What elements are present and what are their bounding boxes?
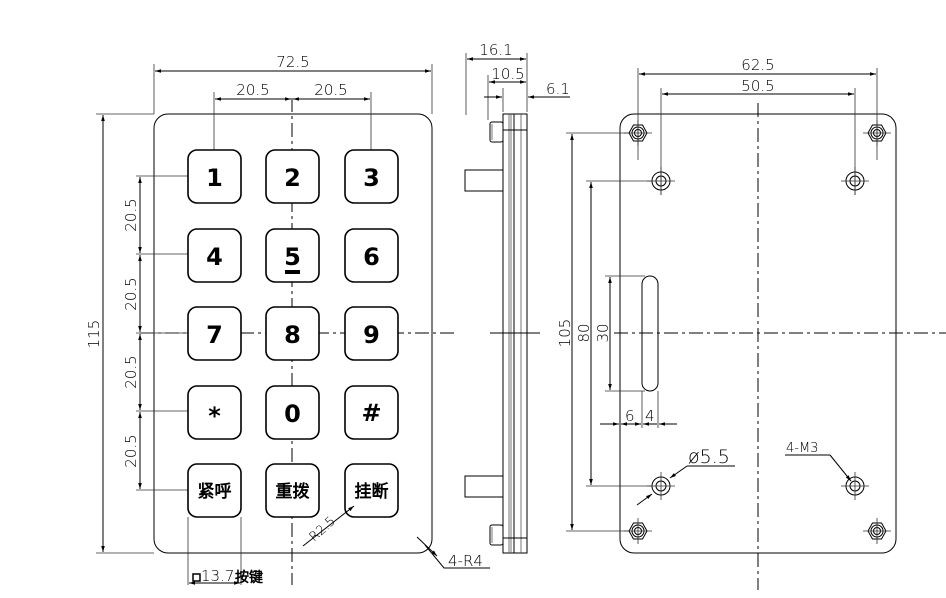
dim-outer-vertical-spacing: 105	[556, 319, 574, 348]
corner-radius-leader-tail	[424, 544, 490, 569]
key-0[interactable]: 0	[265, 385, 320, 440]
key-label: 6	[363, 243, 380, 271]
key-star[interactable]: *	[187, 385, 242, 440]
hex-stud-top-left	[624, 120, 652, 146]
dim-overall-height: 115	[85, 320, 103, 349]
dim-inner-hole-spacing: 50.5	[741, 77, 774, 95]
key-label: 8	[284, 321, 301, 349]
slot	[641, 275, 659, 392]
key-1[interactable]: 1	[187, 149, 242, 204]
threaded-hole-bottom-left	[647, 472, 675, 500]
key-label: 0	[284, 400, 301, 428]
key-label: 4	[206, 243, 223, 271]
connector-bottom	[464, 475, 504, 498]
key-hash[interactable]: #	[344, 385, 399, 440]
square-symbol-icon	[192, 573, 201, 582]
front-view: 72.5 20.5 20.5 115 20.5 20.5 20.5 20.5 1…	[85, 53, 490, 586]
corner-radius-leader	[416, 536, 438, 557]
dim-row-pitch-3: 20.5	[122, 355, 140, 388]
key-9[interactable]: 9	[344, 306, 399, 361]
dim-row-pitch-4: 20.5	[122, 434, 140, 467]
dim-row-pitch-2: 20.5	[122, 277, 140, 310]
hole-diameter-leader	[669, 465, 688, 479]
threaded-hole-bottom-right	[841, 472, 869, 500]
dim-slot-length: 30	[594, 323, 612, 342]
dim-row-pitch-1: 20.5	[122, 198, 140, 231]
key-5[interactable]: 5	[265, 228, 320, 283]
key-size-suffix: 按键	[235, 569, 264, 586]
dim-column-pitch-2: 20.5	[314, 81, 347, 99]
hex-stud-bottom-right	[863, 518, 891, 544]
dim-column-pitch-1: 20.5	[236, 81, 269, 99]
hole-diameter-note: ø5.5	[688, 446, 730, 468]
dim-slot-offset: 6	[625, 407, 635, 425]
key-label: 挂断	[355, 481, 389, 502]
dim-overall-width: 72.5	[276, 53, 309, 71]
key-size-note: 13.7	[201, 567, 234, 585]
threaded-hole-top-left	[647, 167, 675, 195]
dim-total-depth: 16.1	[479, 41, 512, 59]
key-radius-note: R2.5	[307, 514, 339, 545]
hole-diameter-leader	[636, 493, 653, 506]
keypad: 1 2 3 4 5 6 7 8 9 * 0 # 紧呼 重拨 挂断	[187, 149, 399, 518]
threaded-hole-top-right	[841, 167, 869, 195]
key-label: 7	[206, 321, 223, 349]
hex-stud-bottom-left	[624, 518, 652, 544]
dim-inner-vertical-spacing: 80	[575, 323, 593, 342]
stud-top	[489, 121, 504, 143]
key-label: 2	[284, 164, 301, 192]
key-redial[interactable]: 重拨	[265, 463, 320, 518]
key-2[interactable]: 2	[265, 149, 320, 204]
key-emergency[interactable]: 紧呼	[187, 463, 242, 518]
key-label: 1	[206, 164, 223, 192]
key-3[interactable]: 3	[344, 149, 399, 204]
tactile-bar	[285, 270, 300, 274]
key-7[interactable]: 7	[187, 306, 242, 361]
connector-top	[464, 169, 504, 192]
key-label: 重拨	[276, 481, 311, 502]
key-hangup[interactable]: 挂断	[344, 463, 399, 518]
dim-stud-depth: 10.5	[491, 65, 524, 83]
key-label: #	[361, 399, 381, 427]
thread-note-leader	[829, 454, 852, 482]
key-radius-leader	[302, 505, 355, 547]
key-4[interactable]: 4	[187, 228, 242, 283]
dim-panel-thickness: 6.1	[546, 80, 570, 98]
key-label: 紧呼	[198, 482, 232, 502]
key-8[interactable]: 8	[265, 306, 320, 361]
rear-view: 62.5 50.5 105 80 30 6 4	[556, 56, 946, 590]
key-label: *	[208, 402, 221, 430]
hex-stud-top-right	[863, 120, 891, 146]
thread-note: 4-M3	[786, 441, 818, 456]
side-view: 16.1 10.5 6.1	[464, 41, 570, 554]
stud-bottom	[489, 524, 504, 546]
key-label: 3	[363, 164, 380, 192]
key-6[interactable]: 6	[344, 228, 399, 283]
key-label: 5	[284, 243, 301, 271]
dim-outer-hole-spacing: 62.5	[741, 56, 774, 74]
corner-radius-note: 4-R4	[448, 552, 483, 570]
dim-slot-width: 4	[645, 407, 655, 425]
key-label: 9	[363, 321, 380, 349]
